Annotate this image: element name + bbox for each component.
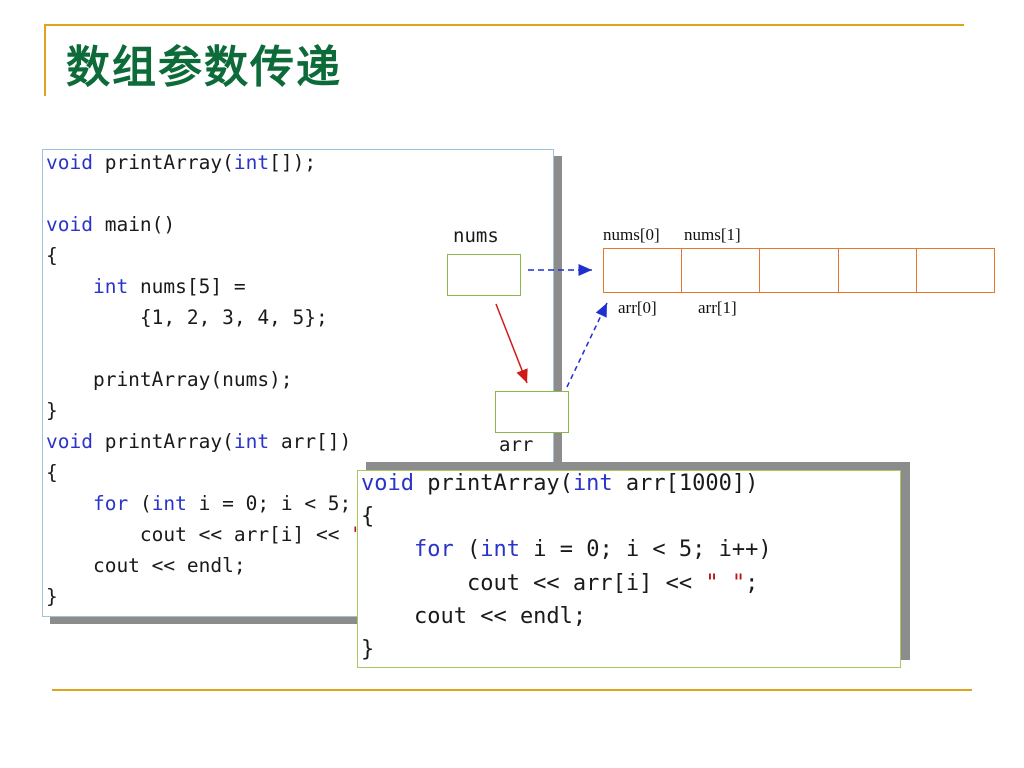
code-keyword: for (92, 492, 129, 515)
code-text: } (46, 585, 58, 608)
nums-1-label: nums[1] (684, 225, 741, 244)
code-text: main() (92, 213, 176, 236)
code-line: int nums[5] = (46, 275, 246, 298)
code-text: []); (269, 151, 317, 174)
right-code-panel: void printArray(int arr[1000]){ for (int… (357, 470, 901, 668)
code-text: { (361, 504, 375, 530)
code-text: ( (128, 492, 152, 515)
code-line: { (46, 461, 58, 484)
code-line: {1, 2, 3, 4, 5}; (46, 306, 328, 329)
arr-variable-label: arr (499, 434, 534, 456)
array-cell (604, 249, 683, 292)
code-line: { (46, 244, 58, 267)
code-keyword: void (361, 471, 414, 496)
code-keyword: void (46, 213, 93, 236)
code-keyword: int (480, 537, 520, 563)
title-accent-bar (44, 24, 46, 96)
code-text: arr[]) (269, 430, 352, 453)
code-text: i = 0; i < 5; i++) (519, 537, 772, 563)
code-text: { (46, 461, 58, 484)
code-line: void printArray(int arr[1000]) (361, 471, 758, 496)
code-line: } (46, 585, 58, 608)
top-rule (44, 24, 964, 26)
slide-title: 数组参数传递 (66, 42, 342, 93)
array-cell (917, 249, 994, 292)
code-keyword: int (151, 492, 187, 515)
code-text: printArray(nums); (46, 368, 293, 391)
bottom-rule (52, 689, 972, 691)
array-cell (839, 249, 917, 292)
nums-0-label: nums[0] (603, 225, 660, 244)
arr-pointer-box (495, 391, 569, 433)
code-text: nums[5] = (128, 275, 246, 298)
array-cell (760, 249, 839, 292)
code-line: void printArray(int[]); (46, 151, 316, 174)
code-keyword: int (572, 471, 613, 496)
code-line: cout << arr[i] << " "; (46, 523, 398, 546)
code-line: void main() (46, 213, 175, 236)
code-line: for (int i = 0; i < 5; i++) (361, 537, 772, 562)
code-text: arr[1000]) (612, 471, 759, 496)
code-line: cout << arr[i] << " "; (361, 571, 758, 596)
code-keyword: int (233, 151, 270, 174)
code-line: void printArray(int arr[]) (46, 430, 351, 453)
code-text: cout << arr[i] << (46, 523, 352, 546)
code-text: printArray( (413, 471, 573, 496)
code-line: } (46, 399, 58, 422)
code-keyword: void (46, 151, 93, 174)
code-text: printArray( (92, 430, 234, 453)
code-text: printArray( (92, 151, 234, 174)
code-keyword: int (92, 275, 129, 298)
code-line: cout << endl; (361, 604, 586, 629)
code-text (46, 275, 93, 298)
code-line: for (int i = 0; i < 5; i++) (46, 492, 410, 515)
code-text: cout << arr[i] << (361, 570, 706, 596)
code-text: cout << endl; (46, 554, 246, 577)
code-text: ; (745, 570, 759, 596)
code-text: } (361, 637, 375, 662)
array-memory-cells (603, 248, 995, 293)
code-line: cout << endl; (46, 554, 246, 577)
code-text: {1, 2, 3, 4, 5}; (46, 306, 328, 329)
code-text: } (46, 399, 58, 422)
code-keyword: for (413, 537, 454, 563)
code-text (361, 537, 414, 562)
nums-pointer-box (447, 254, 521, 296)
arr-pointer-arrow (566, 302, 608, 388)
array-cell (682, 249, 761, 292)
code-text (46, 492, 93, 515)
arr-0-label: arr[0] (618, 298, 657, 317)
code-keyword: int (233, 430, 270, 453)
code-text: cout << endl; (361, 603, 587, 629)
code-line: } (361, 637, 374, 662)
code-line: { (361, 504, 374, 529)
code-text: ( (453, 537, 481, 563)
code-line: printArray(nums); (46, 368, 293, 391)
nums-variable-label: nums (453, 225, 499, 247)
code-text: { (46, 244, 58, 267)
arr-1-label: arr[1] (698, 298, 737, 317)
code-keyword: void (46, 430, 93, 453)
code-string: " " (705, 570, 746, 596)
